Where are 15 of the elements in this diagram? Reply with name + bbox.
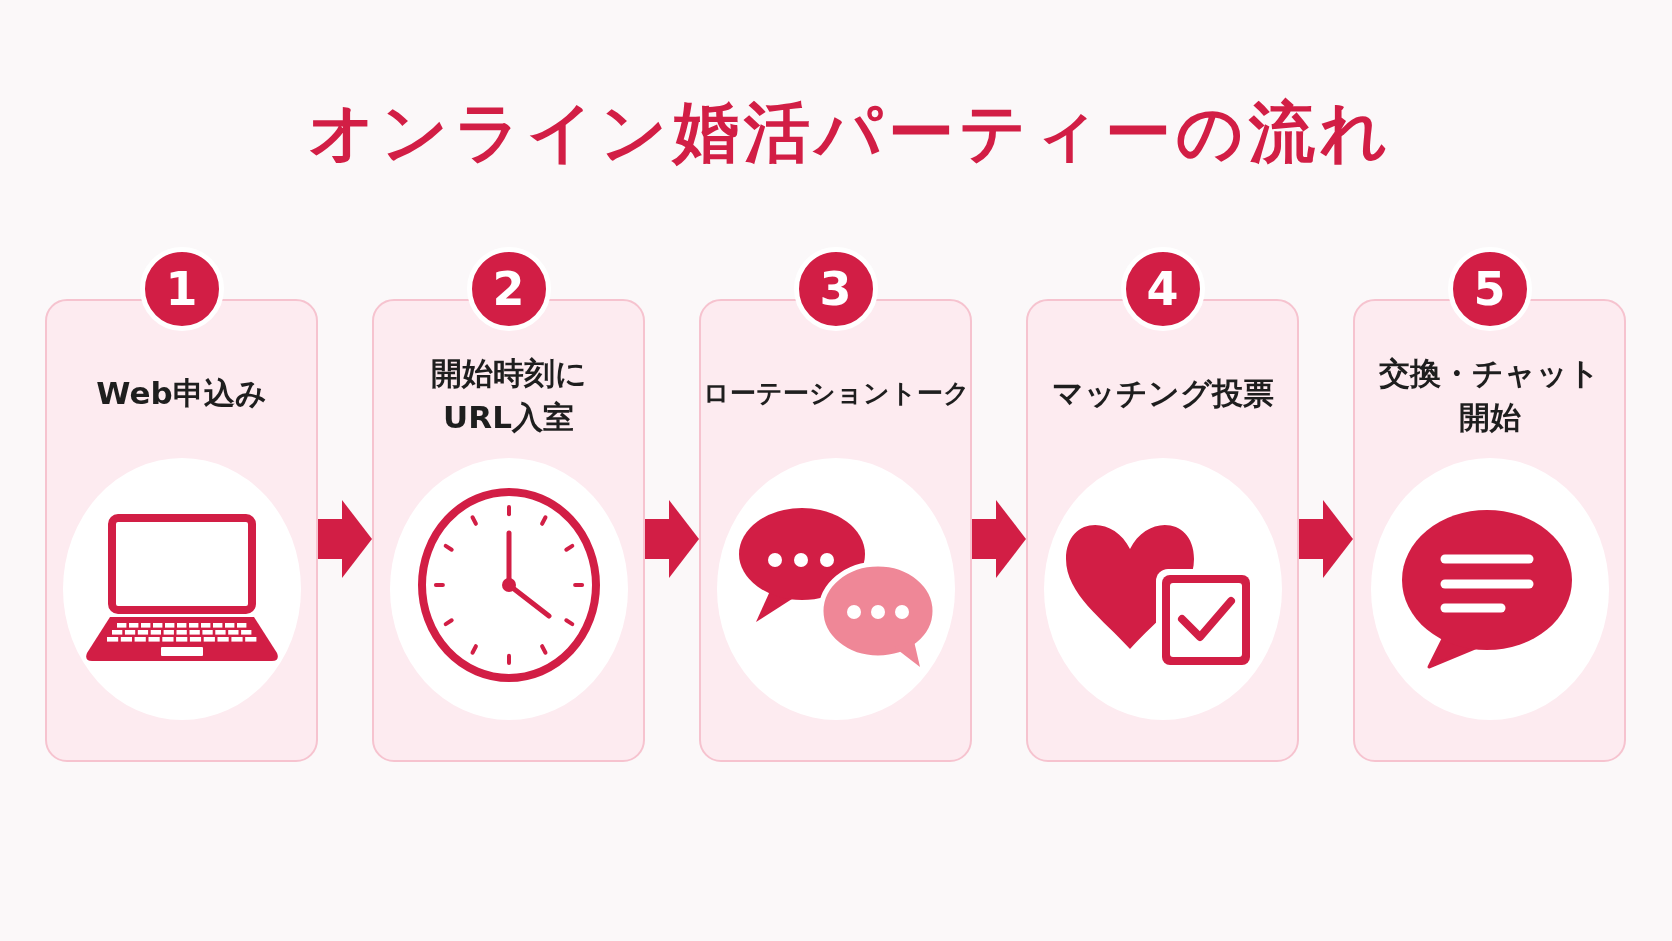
- step-title: 交換・チャット開始: [1378, 354, 1601, 437]
- arrow: [318, 500, 372, 578]
- step-title: 開始時刻にURL入室: [429, 354, 588, 437]
- arrow: [645, 500, 699, 578]
- step-number-badge: 5: [1447, 247, 1532, 331]
- step-title: Web申込み: [96, 374, 267, 413]
- step-number-badge: 3: [793, 247, 878, 331]
- step-number-badge: 1: [139, 247, 224, 331]
- step-number-badge: 2: [466, 247, 551, 331]
- arrow: [1299, 500, 1353, 578]
- arrow: [972, 500, 1026, 578]
- step-number-badge: 4: [1120, 247, 1205, 331]
- step-title: マッチング投票: [1051, 374, 1274, 413]
- step-title: ローテーショントーク: [703, 376, 968, 410]
- title: オンライン婚活パーティーの流れ: [307, 93, 1393, 173]
